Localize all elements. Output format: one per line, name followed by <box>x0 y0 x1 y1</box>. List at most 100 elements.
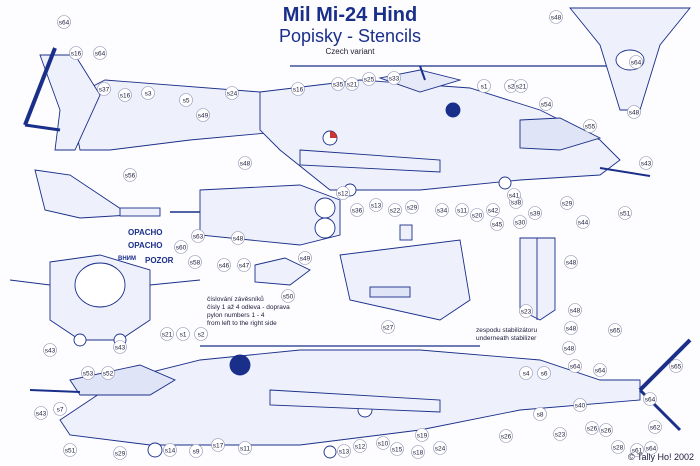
stencil-label-s26-89: s26 <box>585 421 599 435</box>
stencil-label-text: s21 <box>162 331 173 338</box>
stencil-label-text: s41 <box>509 192 520 199</box>
stencil-label-s64-2: s64 <box>93 46 107 60</box>
stencil-label-s26-93: s26 <box>599 423 613 437</box>
stencil-label-s48-16: s48 <box>549 10 563 24</box>
stencil-label-s21-15: s21 <box>514 79 528 93</box>
stencil-label-text: s8 <box>537 411 544 418</box>
stencil-label-text: s61 <box>632 447 643 454</box>
stencil-label-text: s55 <box>585 123 596 130</box>
stencil-label-s30-41: s30 <box>513 215 527 229</box>
pylon-note-en1: pylon numbers 1 - 4 <box>207 312 265 319</box>
stencil-label-s23-86: s23 <box>553 427 567 441</box>
pylon-note-cz2: čísly 1 až 4 odleva - doprava <box>207 304 290 311</box>
title-line2: Popisky - Stencils <box>278 26 422 46</box>
stencil-label-s60-44: s60 <box>174 240 188 254</box>
engine-side-detail <box>339 224 471 321</box>
stencil-label-text: s20 <box>472 212 483 219</box>
stencil-label-s13-26: s13 <box>369 198 383 212</box>
stencil-label-s24-7: s24 <box>225 86 239 100</box>
sheet-title: Mil Mi-24 Hind Popisky - Stencils Czech … <box>250 4 450 58</box>
stabilizer-note: zespodu stabilizátoru underneath stabili… <box>476 327 537 343</box>
stencil-label-text: s64 <box>646 445 657 452</box>
stencil-label-s21-10: s21 <box>345 77 359 91</box>
side-view-upper <box>23 47 651 197</box>
stencil-label-text: s27 <box>383 324 394 331</box>
stencil-label-text: s33 <box>389 75 400 82</box>
stencil-label-s4-68: s4 <box>519 366 533 380</box>
stencil-label-text: s26 <box>601 427 612 434</box>
stencil-label-text: s15 <box>392 446 403 453</box>
stencil-label-text: s35 <box>333 81 344 88</box>
stencil-label-s48-19: s48 <box>627 105 641 119</box>
stencil-label-s48-50: s48 <box>564 255 578 269</box>
stencil-label-text: s12 <box>338 190 349 197</box>
stencil-label-text: s48 <box>566 259 577 266</box>
stencil-label-s49-48: s49 <box>298 251 312 265</box>
stencil-label-text: s28 <box>613 444 624 451</box>
stencil-label-s43-39: s43 <box>639 156 653 170</box>
stencil-label-text: s44 <box>578 219 589 226</box>
stencil-label-s8-88: s8 <box>533 407 547 421</box>
stencil-label-s37-3: s37 <box>97 82 111 96</box>
stencil-label-text: s52 <box>103 370 114 377</box>
stencil-label-text: s14 <box>165 447 176 454</box>
stencil-label-text: s7 <box>57 406 64 413</box>
stencil-label-s65-63: s65 <box>669 359 683 373</box>
stencil-label-s42-32: s42 <box>486 203 500 217</box>
stencil-label-s12-79: s12 <box>353 439 367 453</box>
stencil-label-text: s4 <box>523 370 530 377</box>
stencil-label-text: s13 <box>339 448 350 455</box>
stencil-label-text: s47 <box>239 262 250 269</box>
stencil-label-text: s43 <box>45 347 56 354</box>
stencil-label-s63-43: s63 <box>191 229 205 243</box>
stencil-label-s64-20: s64 <box>629 55 643 69</box>
stencil-label-text: s49 <box>198 112 209 119</box>
stabilizer-note-cz: zespodu stabilizátoru <box>476 327 538 334</box>
stencil-label-s61-92: s61 <box>630 443 644 457</box>
stencil-label-text: s48 <box>551 14 562 21</box>
stencil-label-s7-67: s7 <box>53 402 67 416</box>
stencil-label-text: s46 <box>219 262 230 269</box>
stencil-label-text: s19 <box>417 432 428 439</box>
stencil-label-s12-24: s12 <box>336 186 350 200</box>
copyright: © Tally Ho! 2002 <box>627 452 694 462</box>
stencil-label-text: s43 <box>641 160 652 167</box>
stencil-label-s3-5: s3 <box>141 86 155 100</box>
stencil-label-text: s48 <box>566 325 577 332</box>
stencil-label-text: s25 <box>364 76 375 83</box>
stencil-label-text: s48 <box>233 235 244 242</box>
stencil-label-s21-57: s21 <box>160 327 174 341</box>
stencil-label-s48-51: s48 <box>562 341 576 355</box>
title-line3: Czech variant <box>325 47 375 56</box>
stencil-label-text: s34 <box>437 207 448 214</box>
pylon-note: číslování závěsníků čísly 1 až 4 odleva … <box>207 296 290 328</box>
stencil-label-text: s12 <box>355 443 366 450</box>
stencil-label-text: s18 <box>413 449 424 456</box>
stencil-label-s51-38: s51 <box>618 206 632 220</box>
stencil-label-text: s29 <box>407 204 418 211</box>
stencil-label-text: s10 <box>378 440 389 447</box>
stencil-label-s15-81: s15 <box>390 442 404 456</box>
stencil-label-text: s64 <box>59 19 70 26</box>
stencil-label-text: s38 <box>511 199 522 206</box>
stencil-label-text: s48 <box>240 160 251 167</box>
stencil-label-text: s58 <box>190 259 201 266</box>
stencil-label-text: s48 <box>629 109 640 116</box>
stencil-label-text: s42 <box>488 207 499 214</box>
stabilizer-detail <box>519 237 556 321</box>
stencil-label-s64-70: s64 <box>593 363 607 377</box>
stencil-label-text: s9 <box>193 448 200 455</box>
stencil-label-text: s50 <box>283 293 294 300</box>
stencil-label-text: s26 <box>587 425 598 432</box>
stencil-label-s58-45: s58 <box>188 255 202 269</box>
stencil-label-s20-31: s20 <box>470 208 484 222</box>
stencil-label-text: s64 <box>631 59 642 66</box>
stencil-label-s18-82: s18 <box>411 445 425 459</box>
stencil-label-text: s64 <box>570 363 581 370</box>
stencil-label-text: s16 <box>71 50 82 57</box>
stabilizer-note-en: underneath stabilizer <box>476 335 537 342</box>
pylon-detail <box>254 257 311 286</box>
stencil-label-text: s39 <box>530 210 541 217</box>
